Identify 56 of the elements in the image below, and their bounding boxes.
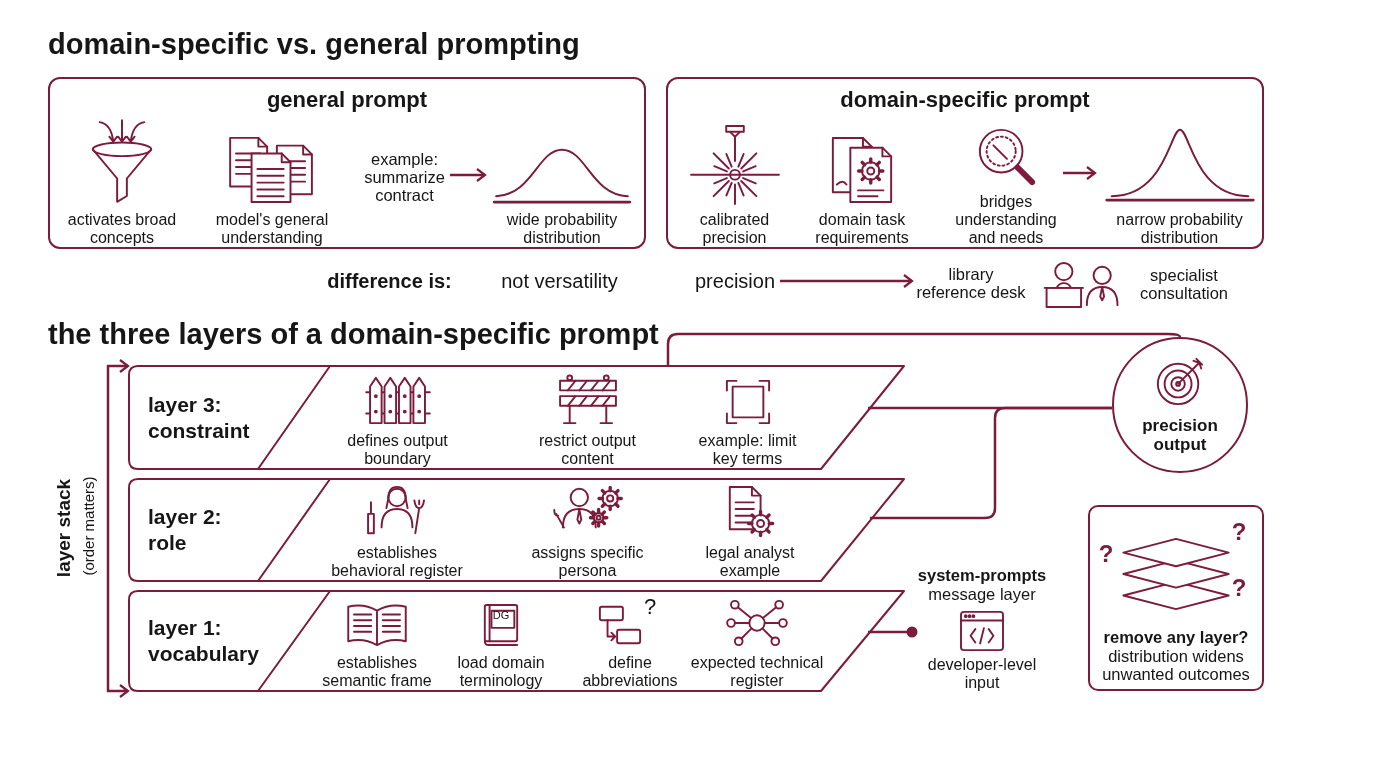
layer-band [128,365,905,470]
arrow [450,167,487,183]
item-caption: narrow probability distribution [1115,211,1244,247]
question-mark: ? [642,594,658,620]
layer-title: layer 2: role [148,504,223,556]
panel-heading: domain-specific prompt [839,87,1091,113]
text-label: specialist consultation [1138,265,1230,304]
layer-band [128,590,905,692]
question-mark: ? [1098,540,1114,568]
layer-title: layer 1: vocabulary [148,615,260,667]
section-subtitle: message layer [928,585,1036,604]
axis-label: layer stack [52,477,75,580]
item-caption: activates broad concepts [66,211,178,247]
panel-box [666,77,1264,249]
arrow [780,273,914,289]
text-label: not versatility [500,268,619,294]
text-label: difference is: [326,268,453,294]
layer-title: layer 3: constraint [148,391,251,444]
item-caption: example: limit key terms [697,432,798,468]
question-mark: ? [1231,574,1247,602]
callout-box [1088,505,1264,691]
text-label: precision [690,266,780,296]
section-heading: system-prompts [917,566,1047,585]
connector-line [870,406,1112,520]
item-caption: bridges understanding and needs [954,193,1058,247]
question-mark: ? [1231,518,1247,546]
callout-heading: remove any layer? [1103,628,1249,647]
section-title: the three layers of a domain-specific prompt [48,316,660,352]
item-caption: assigns specific persona [530,544,645,580]
panel-heading: general prompt [265,87,429,113]
text-label: example: summarize contract [357,147,452,207]
item-caption: domain task requirements [814,211,910,247]
arrow [1063,165,1097,181]
callout-text: distribution widens unwanted outcomes [1101,647,1251,683]
item-caption: wide probability distribution [505,211,619,247]
connector-line [666,332,1181,365]
book-cover-label: DG [491,608,511,623]
panel-box [48,77,646,249]
item-caption: establishes semantic frame [321,654,433,690]
output-label: precision output [1141,416,1219,454]
page-title: domain-specific vs. general prompting [48,28,580,61]
axis-label: (order matters) [78,475,98,578]
item-caption: calibrated precision [698,211,771,247]
arrow [106,358,130,699]
layer-band [128,478,905,582]
item-caption: define abbreviations [581,654,679,690]
item-caption: restrict output content [538,432,637,468]
item-caption: model's general understanding [214,211,330,247]
item-caption: load domain terminology [456,654,546,690]
item-caption: establishes behavioral register [330,544,464,580]
item-caption: expected technical register [689,654,825,690]
item-caption: legal analyst example [704,544,796,580]
output-circle [1112,337,1248,473]
item-caption: defines output boundary [346,432,449,468]
text-label: library reference desk [912,262,1030,304]
item-caption: developer-level input [926,656,1038,692]
